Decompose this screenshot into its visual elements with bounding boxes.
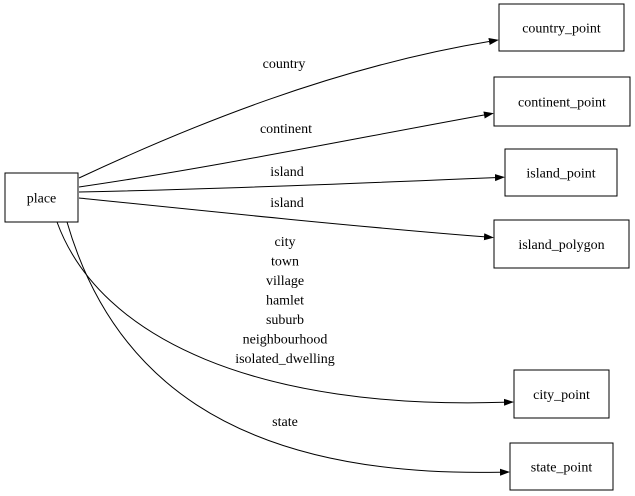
edge-label-line: town [271, 255, 299, 270]
edge-place-island_polygon [78, 197, 494, 241]
edge-label-line: island [270, 196, 303, 211]
edge-place-continent_point [78, 111, 494, 188]
node-label-island_point: island_point [526, 167, 595, 182]
edge-label-line: country [263, 57, 306, 72]
node-label-island_polygon: island_polygon [518, 238, 604, 253]
edge-label-place-island_point: island [270, 165, 303, 180]
edge-label-place-island_polygon: island [270, 196, 303, 211]
node-continent_point: continent_point [493, 76, 631, 127]
node-state_point: state_point [509, 442, 614, 491]
edge-label-place-city_point: city town village hamlet suburb neighbourhood… [235, 235, 335, 367]
node-label-city_point: city_point [533, 388, 590, 403]
node-island_point: island_point [504, 148, 618, 197]
node-place: place [4, 172, 79, 223]
node-box-place [4, 172, 79, 223]
edge-place-state_point [66, 221, 510, 476]
node-label-place: place [27, 192, 57, 207]
edge-label-place-continent_point: continent [260, 122, 312, 137]
edge-label-place-state_point: state [272, 415, 298, 430]
node-box-island_polygon [493, 219, 630, 269]
node-label-continent_point: continent_point [518, 96, 606, 111]
edge-label-line: village [266, 274, 304, 289]
node-label-state_point: state_point [531, 461, 593, 476]
edge-label-line: neighbourhood [243, 333, 328, 348]
node-box-continent_point [493, 76, 631, 127]
edge-place-island_point [78, 174, 505, 193]
edge-label-line: suburb [266, 313, 304, 328]
edge-place-city_point [56, 221, 514, 406]
edge-label-line: continent [260, 122, 312, 137]
node-box-city_point [513, 369, 610, 419]
edge-place-country_point [78, 38, 499, 179]
node-box-state_point [509, 442, 614, 491]
edge-label-line: state [272, 415, 298, 430]
node-label-country_point: country_point [522, 22, 601, 37]
node-box-island_point [504, 148, 618, 197]
edge-label-line: island [270, 165, 303, 180]
edge-label-line: city [275, 235, 296, 250]
edge-label-line: hamlet [266, 294, 304, 309]
edge-label-line: isolated_dwelling [235, 352, 335, 367]
node-city_point: city_point [513, 369, 610, 419]
node-country_point: country_point [498, 3, 625, 52]
node-box-country_point [498, 3, 625, 52]
edge-label-place-country_point: country [263, 57, 306, 72]
node-island_polygon: island_polygon [493, 219, 630, 269]
